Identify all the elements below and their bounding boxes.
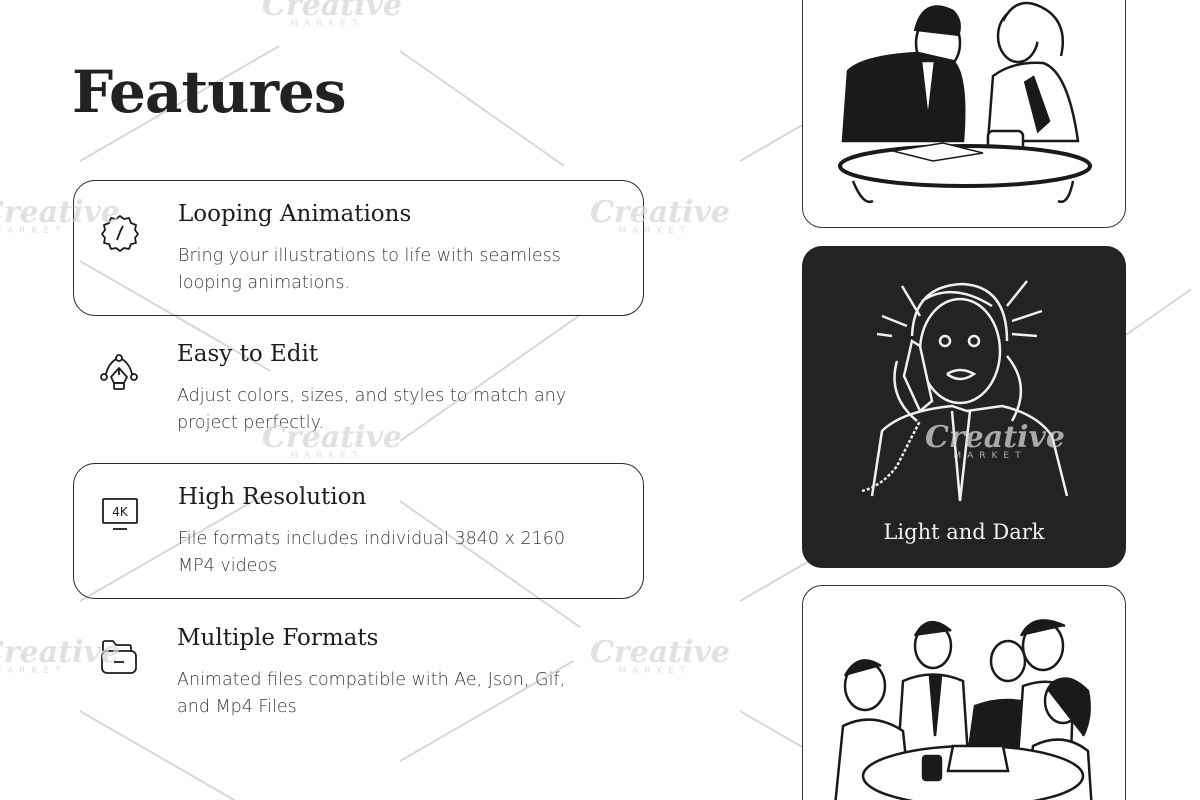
feature-description: Adjust colors, sizes, and styles to matc… [177, 386, 567, 433]
feature-high-resolution: 4K High Resolution File formats includes… [73, 463, 644, 599]
bezier-pen-icon [99, 353, 139, 393]
stressed-phone-call-illustration [861, 280, 1069, 502]
feature-easy-to-edit: Easy to Edit Adjust colors, sizes, and s… [73, 321, 644, 457]
preview-card-light-and-dark: Light and Dark [802, 246, 1126, 568]
feature-description: Animated files compatible with Ae, Json,… [177, 670, 566, 717]
loop-badge-icon [100, 213, 140, 253]
page-title: Features [72, 58, 347, 126]
feature-title: Multiple Formats [177, 625, 379, 651]
team-laughing-illustration [834, 619, 1093, 800]
preview-card-business-meeting [802, 0, 1126, 228]
watermark-line [399, 50, 565, 167]
feature-description: File formats includes individual 3840 x … [178, 529, 566, 576]
business-meeting-illustration [838, 1, 1092, 204]
preview-card-team-laughing [802, 585, 1126, 800]
4k-monitor-icon: 4K [100, 496, 140, 536]
svg-text:4K: 4K [112, 505, 129, 519]
folder-icon [99, 637, 139, 677]
feature-title: High Resolution [178, 484, 367, 510]
feature-title: Easy to Edit [177, 341, 319, 367]
card-caption: Light and Dark [883, 520, 1045, 544]
feature-title: Looping Animations [178, 201, 412, 227]
feature-description: Bring your illustrations to life with se… [178, 246, 561, 293]
feature-multiple-formats: Multiple Formats Animated files compatib… [73, 605, 644, 741]
feature-looping-animations: Looping Animations Bring your illustrati… [73, 180, 644, 316]
